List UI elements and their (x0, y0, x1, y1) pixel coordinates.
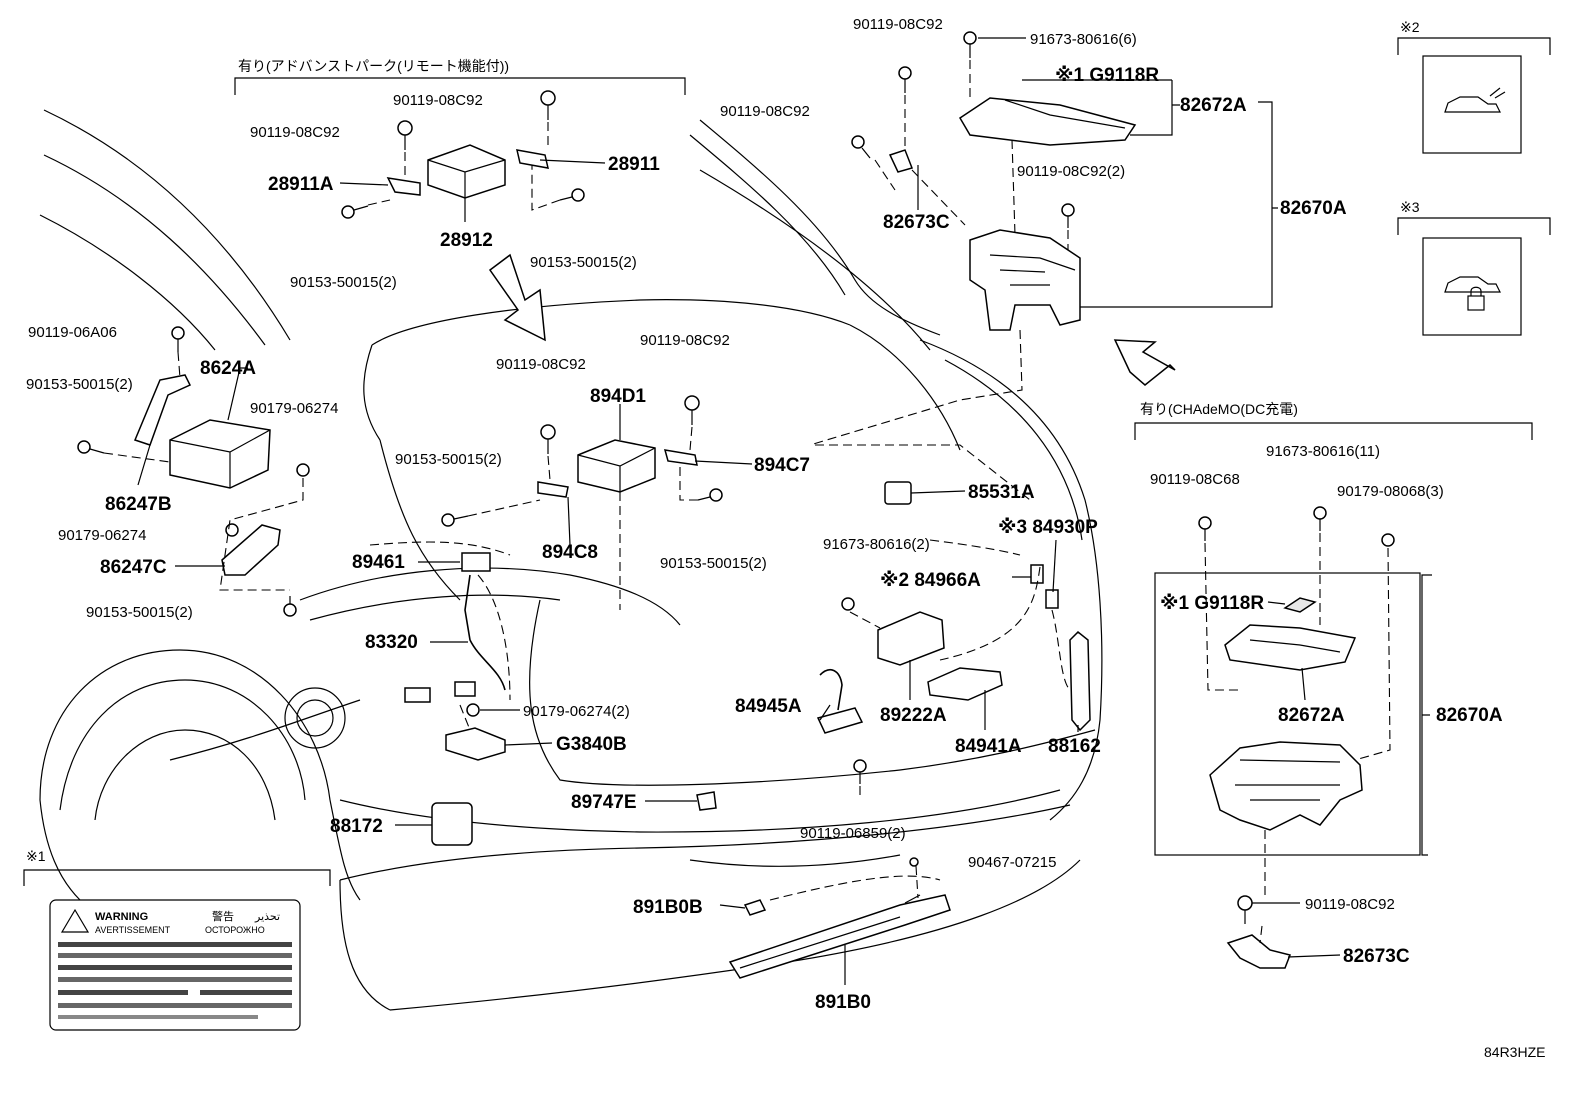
part-label-p43: 88162 (1048, 736, 1101, 757)
part-label-p3: ※1 G9118R (1055, 65, 1159, 86)
part-label-p22: 86247C (100, 557, 167, 578)
part-label-p16: 90119-06A06 (28, 324, 117, 341)
part-label-p50: 90119-08C68 (1150, 471, 1240, 488)
warning-label (49, 899, 301, 1031)
part-label-p41: 84945A (735, 696, 802, 717)
direction-arrows (488, 253, 1176, 386)
part-label-p51: 90179-08068(3) (1337, 483, 1444, 500)
part-label-p8: 82670A (1280, 198, 1347, 219)
part-label-p38: ※3 84930P (998, 517, 1098, 538)
part-label-p46: 90467-07215 (968, 854, 1056, 871)
part-label-p6: 90119-08C92(2) (1017, 163, 1125, 180)
chademo-detail-box (1154, 572, 1421, 856)
warning-label-note: ※1 WARNING AVERTISSEMENT 警告 تحذير ОСТОРО… (23, 848, 331, 1031)
part-label-p39: ※2 84966A (880, 570, 981, 591)
part-label-p29: 894C8 (542, 542, 598, 563)
advanced-park-header: 有り(アドバンストパーク(リモート機能付)) (238, 58, 509, 74)
svg-text:WARNING: WARNING (95, 911, 148, 923)
callout-lines (137, 37, 1432, 985)
bolt-icons (77, 31, 1395, 924)
svg-text:AVERTISSEMENT: AVERTISSEMENT (95, 925, 171, 935)
arrow-up-left-icon (1113, 339, 1176, 386)
part-label-p2: 91673-80616(6) (1030, 31, 1137, 48)
arrow-down-icon (488, 253, 546, 342)
part-label-p27: 90153-50015(2) (395, 451, 502, 468)
part-label-p54: 82670A (1436, 705, 1503, 726)
part-label-p5: 90119-08C92 (720, 103, 810, 120)
part-label-p28: 894C7 (754, 455, 810, 476)
diagram-code: 84R3HZE (1484, 1044, 1545, 1060)
note3-label: ※3 (1400, 199, 1420, 215)
part-label-p9: 90119-08C92 (393, 92, 483, 109)
part-label-p47: 891B0B (633, 897, 703, 918)
part-label-p14: 90153-50015(2) (530, 254, 637, 271)
part-label-p53: 82672A (1278, 705, 1345, 726)
part-label-p34: G3840B (556, 734, 627, 755)
svg-text:تحذير: تحذير (254, 911, 280, 923)
part-label-p19: 90179-06274 (250, 400, 338, 417)
part-label-p13: 28912 (440, 230, 493, 251)
part-label-p35: 88172 (330, 816, 383, 837)
part-label-p55: 90119-08C92 (1305, 896, 1395, 913)
vehicle-icon (1444, 96, 1501, 113)
part-label-p4: 82672A (1180, 95, 1247, 116)
part-label-p20: 86247B (105, 494, 172, 515)
part-label-p56: 82673C (1343, 946, 1410, 967)
part-label-p49: 91673-80616(11) (1266, 443, 1380, 460)
note1-label: ※1 (26, 848, 46, 864)
part-labels: 90119-08C92 91673-80616(6) ※1 G9118R 826… (26, 16, 1503, 1013)
part-label-p18: 8624A (200, 358, 256, 379)
part-label-p23: 90153-50015(2) (86, 604, 193, 621)
part-label-p11: 28911 (608, 154, 660, 175)
chademo-group: 有り(CHAdeMO(DC充電) (1134, 401, 1533, 856)
part-label-p15: 90153-50015(2) (290, 274, 397, 291)
part-label-p37: 91673-80616(2) (823, 536, 930, 553)
chademo-header: 有り(CHAdeMO(DC充電) (1140, 401, 1298, 417)
part-label-p44: 89747E (571, 792, 637, 813)
part-label-p42: 84941A (955, 736, 1022, 757)
svg-text:ОСТОРОЖНО: ОСТОРОЖНО (205, 925, 265, 935)
part-drawings (77, 31, 1395, 979)
part-label-p48: 891B0 (815, 992, 871, 1013)
part-label-p40: 89222A (880, 705, 947, 726)
part-label-p12: 28911A (268, 174, 334, 195)
warning-triangle-icon (60, 908, 90, 933)
part-label-p17: 90153-50015(2) (26, 376, 133, 393)
part-label-p36: 85531A (968, 482, 1035, 503)
part-label-p24: 90119-08C92 (496, 356, 586, 373)
note2-label: ※2 (1400, 19, 1420, 35)
part-label-p25: 90119-08C92 (640, 332, 730, 349)
part-label-p30: 90153-50015(2) (660, 555, 767, 572)
note2-box: ※2 (1397, 19, 1551, 154)
part-label-p32: 83320 (365, 632, 418, 653)
part-label-p10: 90119-08C92 (250, 124, 340, 141)
advanced-park-group: 有り(アドバンストパーク(リモート機能付)) (234, 58, 686, 95)
leader-lines (103, 60, 1391, 944)
part-label-p31: 89461 (352, 552, 405, 573)
vehicle-lock-icon (1444, 276, 1501, 293)
part-label-p52: ※1 G9118R (1160, 593, 1264, 614)
part-label-p33: 90179-06274(2) (523, 703, 630, 720)
part-label-p1: 90119-08C92 (853, 16, 943, 33)
part-label-p26: 894D1 (590, 386, 646, 407)
part-label-p21: 90179-06274 (58, 527, 146, 544)
note3-box: ※3 (1397, 199, 1551, 336)
part-label-p7: 82673C (883, 212, 950, 233)
part-label-p45: 90119-06859(2) (800, 825, 906, 842)
svg-text:警告: 警告 (212, 909, 234, 923)
